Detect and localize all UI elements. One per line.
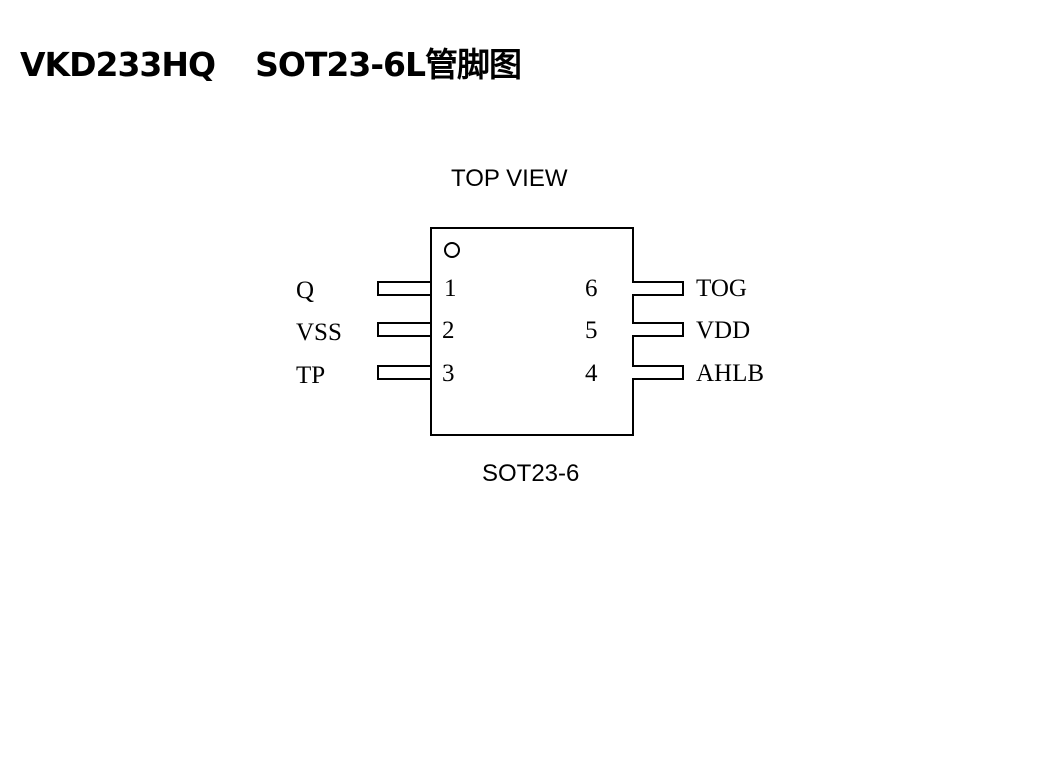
pin-lead-1 (377, 281, 430, 296)
pin-number-1: 1 (444, 275, 457, 302)
pin-lead-4 (632, 365, 684, 380)
top-view-label: TOP VIEW (451, 165, 568, 192)
page-title: VKD233HQ SOT23-6L管脚图 (20, 38, 522, 86)
pin-name-4: AHLB (696, 360, 765, 387)
pin-name-5: VDD (696, 317, 751, 344)
pin-lead-2 (377, 322, 430, 337)
pin-lead-6 (632, 281, 684, 296)
pin-number-4: 4 (585, 360, 598, 387)
pin-lead-3 (377, 365, 430, 380)
pin-number-5: 5 (585, 317, 598, 344)
pin-lead-5 (632, 322, 684, 337)
pin1-marker-icon (444, 242, 460, 258)
pin-number-3: 3 (442, 360, 455, 387)
pin-name-3: TP (296, 362, 326, 389)
pin-name-6: TOG (696, 275, 747, 302)
chip-body (430, 227, 634, 436)
package-label: SOT23-6 (482, 460, 580, 487)
package-heading: SOT23-6L管脚图 (255, 45, 522, 84)
pin-name-1: Q (296, 277, 315, 304)
part-number: VKD233HQ (20, 45, 216, 84)
pin-number-2: 2 (442, 317, 455, 344)
pin-number-6: 6 (585, 275, 598, 302)
pin-name-2: VSS (296, 319, 342, 346)
